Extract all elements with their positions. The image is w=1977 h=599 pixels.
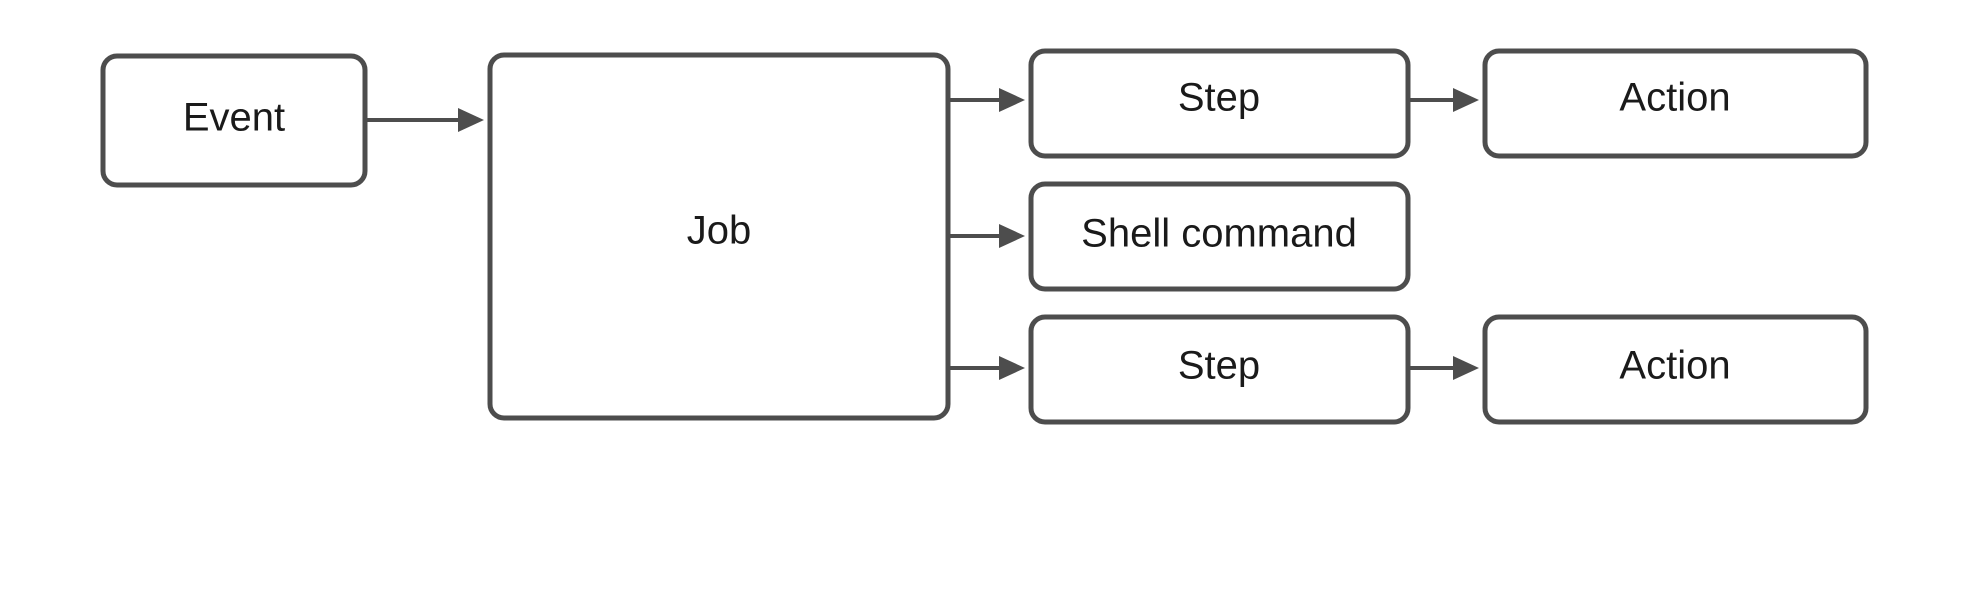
- edge-step-2-to-action-2: [1409, 356, 1479, 380]
- edge-event-to-job: [365, 108, 484, 132]
- node-label: Shell command: [1081, 212, 1357, 256]
- node-box[interactable]: [1028, 314, 1411, 425]
- edge-job-to-step-1: [949, 88, 1025, 112]
- node-label: Event: [183, 96, 285, 140]
- edge-job-to-step-2: [949, 356, 1025, 380]
- arrowhead-icon: [999, 224, 1025, 248]
- node-box[interactable]: [1028, 181, 1411, 292]
- edge-job-to-shell-command: [949, 224, 1025, 248]
- node-box[interactable]: [1028, 48, 1411, 159]
- node-label: Action: [1619, 344, 1730, 388]
- node-box[interactable]: [100, 53, 368, 188]
- node-label: Step: [1178, 76, 1260, 120]
- node-label: Action: [1619, 76, 1730, 120]
- node-shell-command[interactable]: Shell command: [1028, 181, 1411, 292]
- node-job[interactable]: Job: [487, 52, 951, 421]
- node-box[interactable]: [1482, 48, 1869, 159]
- node-box[interactable]: [1482, 314, 1869, 425]
- arrowhead-icon: [458, 108, 484, 132]
- node-action-1[interactable]: Action: [1482, 48, 1869, 159]
- node-step-1[interactable]: Step: [1028, 48, 1411, 159]
- node-label: Step: [1178, 344, 1260, 388]
- arrowhead-icon: [999, 356, 1025, 380]
- node-label: Job: [687, 209, 752, 253]
- arrowhead-icon: [999, 88, 1025, 112]
- arrowhead-icon: [1453, 356, 1479, 380]
- node-event[interactable]: Event: [100, 53, 368, 188]
- edge-step-1-to-action-1: [1409, 88, 1479, 112]
- node-box[interactable]: [487, 52, 951, 421]
- arrowhead-icon: [1453, 88, 1479, 112]
- node-action-2[interactable]: Action: [1482, 314, 1869, 425]
- node-step-2[interactable]: Step: [1028, 314, 1411, 425]
